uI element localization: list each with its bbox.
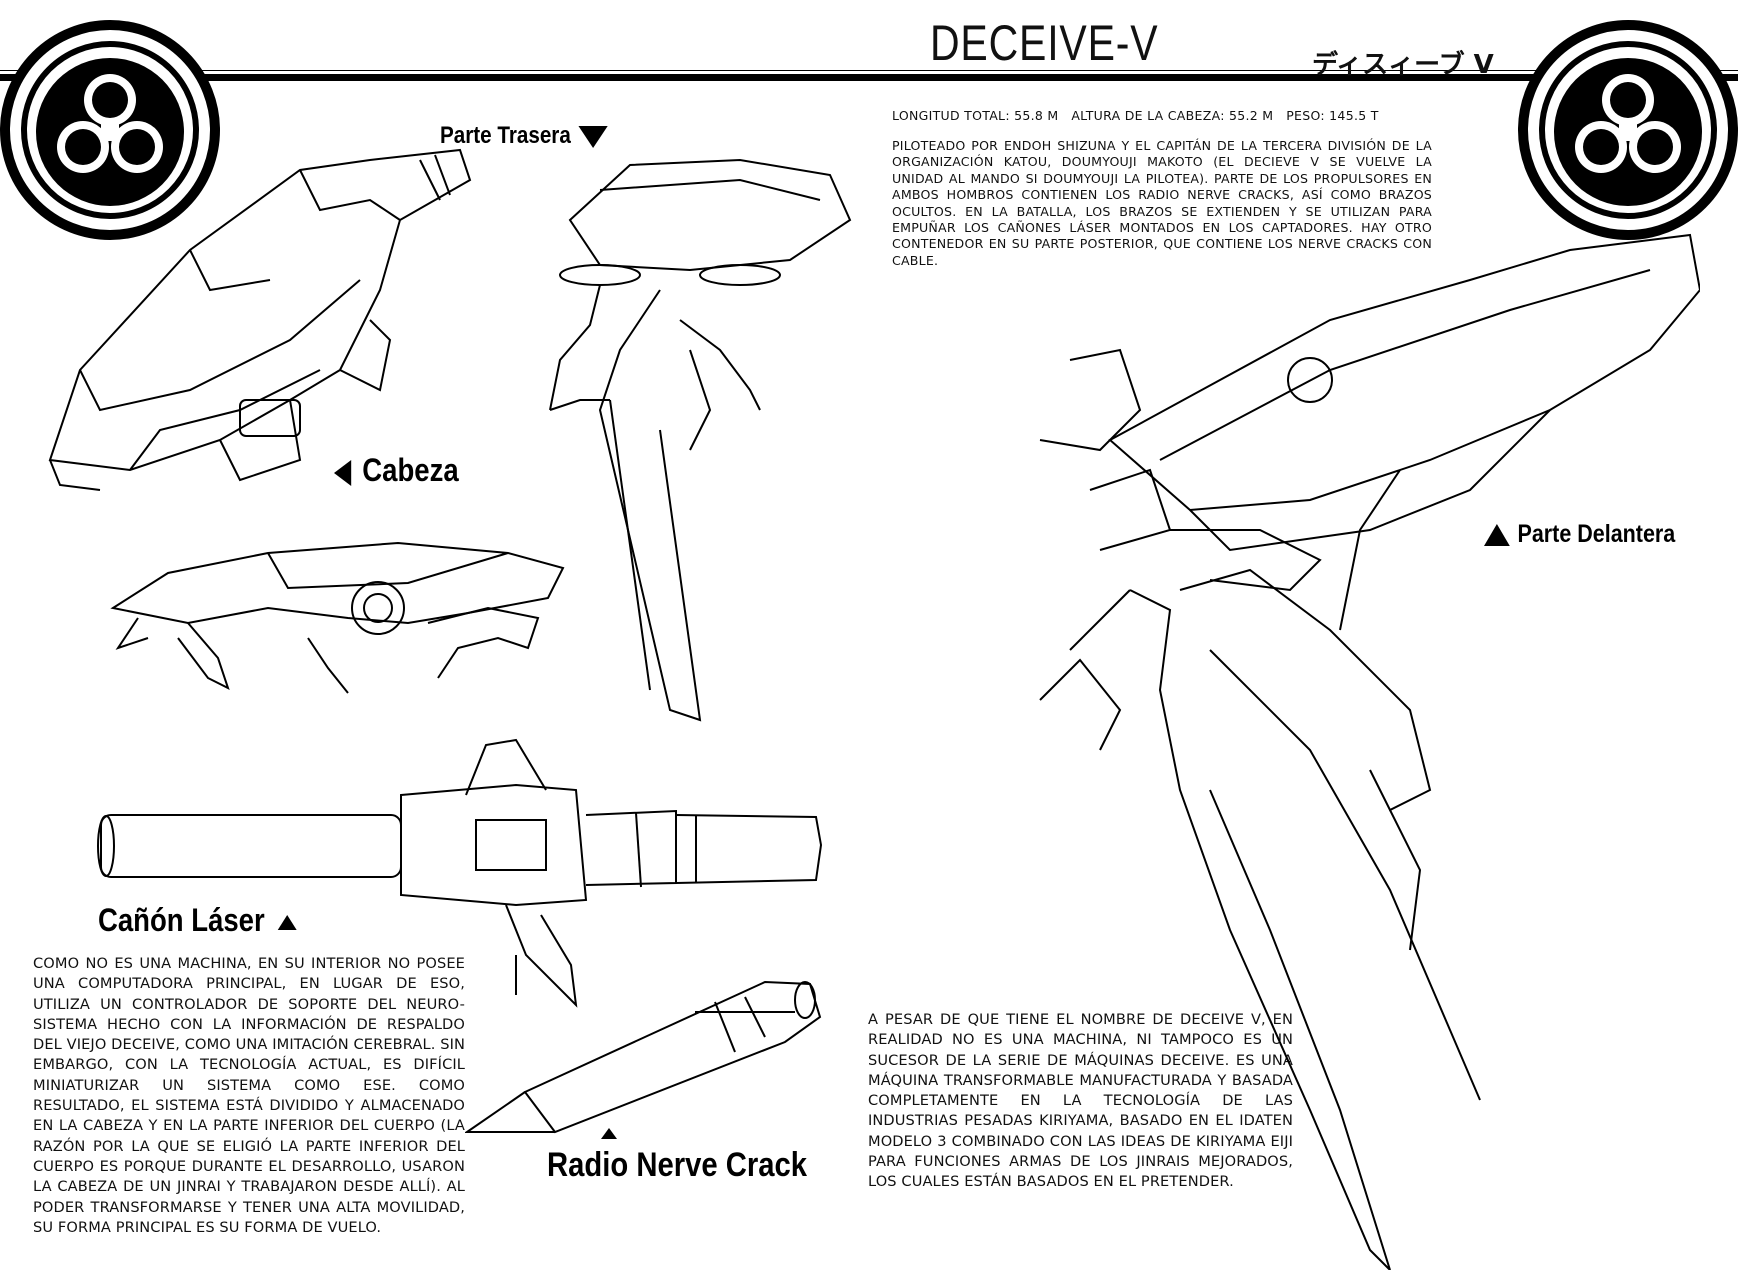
triskelion-emblem-icon bbox=[0, 20, 220, 240]
nerve-crack-illustration bbox=[465, 972, 855, 1162]
header-rule-thin bbox=[0, 70, 1738, 71]
laser-cannon-illustration bbox=[96, 735, 826, 1025]
head-front-illustration bbox=[108, 528, 578, 698]
triangle-left-icon bbox=[334, 459, 352, 486]
description-top: PILOTEADO POR ENDOH SHIZUNA Y EL CAPITÁN… bbox=[892, 138, 1432, 268]
label-front-text: Parte Delantera bbox=[1517, 520, 1676, 548]
label-rear: Parte Trasera bbox=[440, 122, 608, 150]
front-illustration bbox=[1010, 230, 1700, 1270]
page-subtitle: ディスィーブ V bbox=[1312, 50, 1494, 80]
header-rule bbox=[0, 74, 1738, 81]
description-right: A PESAR DE QUE TIENE EL NOMBRE DE DECEIV… bbox=[868, 1011, 1293, 1191]
page-title: DECEIVE-V bbox=[930, 15, 1159, 71]
triskelion-emblem-icon bbox=[1518, 20, 1738, 240]
head-side-illustration bbox=[40, 140, 480, 510]
spec-stats: LONGITUD TOTAL: 55.8 M ALTURA DE LA CABE… bbox=[892, 108, 1379, 123]
label-head: Cabeza bbox=[334, 452, 459, 489]
triangle-up-icon bbox=[277, 915, 297, 931]
triangle-down-icon bbox=[578, 125, 608, 148]
description-left: COMO NO ES UNA MACHINA, EN SU INTERIOR N… bbox=[33, 955, 465, 1236]
rear-illustration bbox=[540, 150, 860, 740]
label-head-text: Cabeza bbox=[362, 452, 459, 488]
label-rear-text: Parte Trasera bbox=[440, 122, 571, 149]
label-front: Parte Delantera bbox=[1484, 520, 1675, 549]
label-cannon-text: Cañón Láser bbox=[98, 902, 265, 938]
label-crack: Radio Nerve Crack bbox=[547, 1146, 808, 1184]
label-cannon: Cañón Láser bbox=[98, 902, 297, 939]
triangle-up-icon bbox=[601, 1128, 617, 1139]
triangle-up-icon bbox=[1484, 524, 1510, 547]
